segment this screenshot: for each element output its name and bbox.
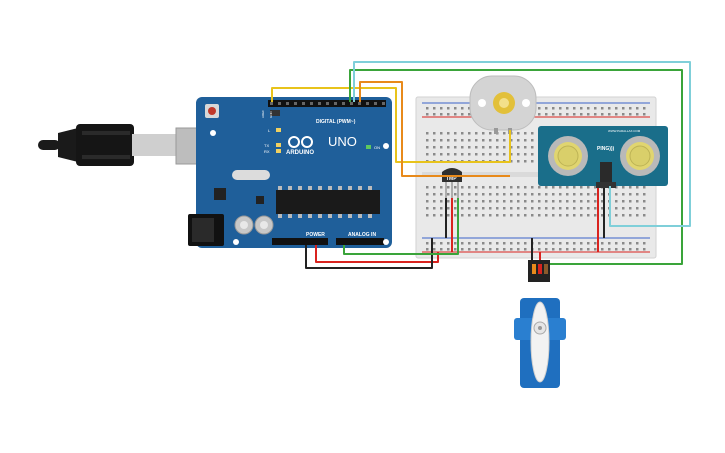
power-pins-label: POWER	[306, 232, 325, 238]
rx-led	[276, 149, 281, 153]
wire-cyan[interactable]	[353, 61, 691, 227]
analog-header[interactable]	[336, 238, 384, 245]
atmega-chip	[276, 190, 380, 214]
wires	[271, 61, 691, 269]
rx-led-label: RX	[264, 149, 270, 154]
dc-motor[interactable]	[469, 75, 537, 134]
wire-red-5v[interactable]	[315, 245, 439, 263]
ultrasonic-sensor[interactable]: WWW.PARALLAX.COM PING)))	[538, 126, 668, 188]
wire-green-a0[interactable]	[343, 198, 459, 255]
wire-green-top[interactable]	[349, 69, 683, 265]
ultrasonic-brand-label: WWW.PARALLAX.COM	[608, 129, 641, 133]
on-led	[366, 145, 371, 149]
arduino-model-label: UNO	[328, 134, 357, 149]
l-led-label: L	[268, 128, 271, 133]
arduino-logo-icon	[288, 136, 313, 148]
arduino-uno-board[interactable]: ARDUINO UNO DIGITAL (PWM~) POWER ANALOG …	[188, 97, 392, 248]
servo-motor[interactable]	[514, 260, 566, 388]
tx-led-label: TX	[264, 143, 269, 148]
digital-pins-label: DIGITAL (PWM~)	[316, 119, 356, 125]
temperature-sensor-label: TMP	[446, 176, 457, 182]
aref-pin-label: AREF	[261, 110, 265, 118]
analog-pins-label: ANALOG IN	[348, 232, 376, 238]
tx-led	[276, 143, 281, 147]
on-led-label: ON	[374, 145, 380, 150]
wire-orange[interactable]	[359, 81, 510, 177]
ultrasonic-name-label: PING)))	[597, 146, 615, 152]
l-led	[276, 128, 281, 132]
wire-yellow[interactable]	[271, 87, 511, 163]
power-header[interactable]	[272, 238, 328, 245]
arduino-brand-label: ARDUINO	[286, 150, 314, 156]
usb-cable	[38, 124, 203, 166]
gnd-pin-label: GND	[269, 111, 273, 119]
